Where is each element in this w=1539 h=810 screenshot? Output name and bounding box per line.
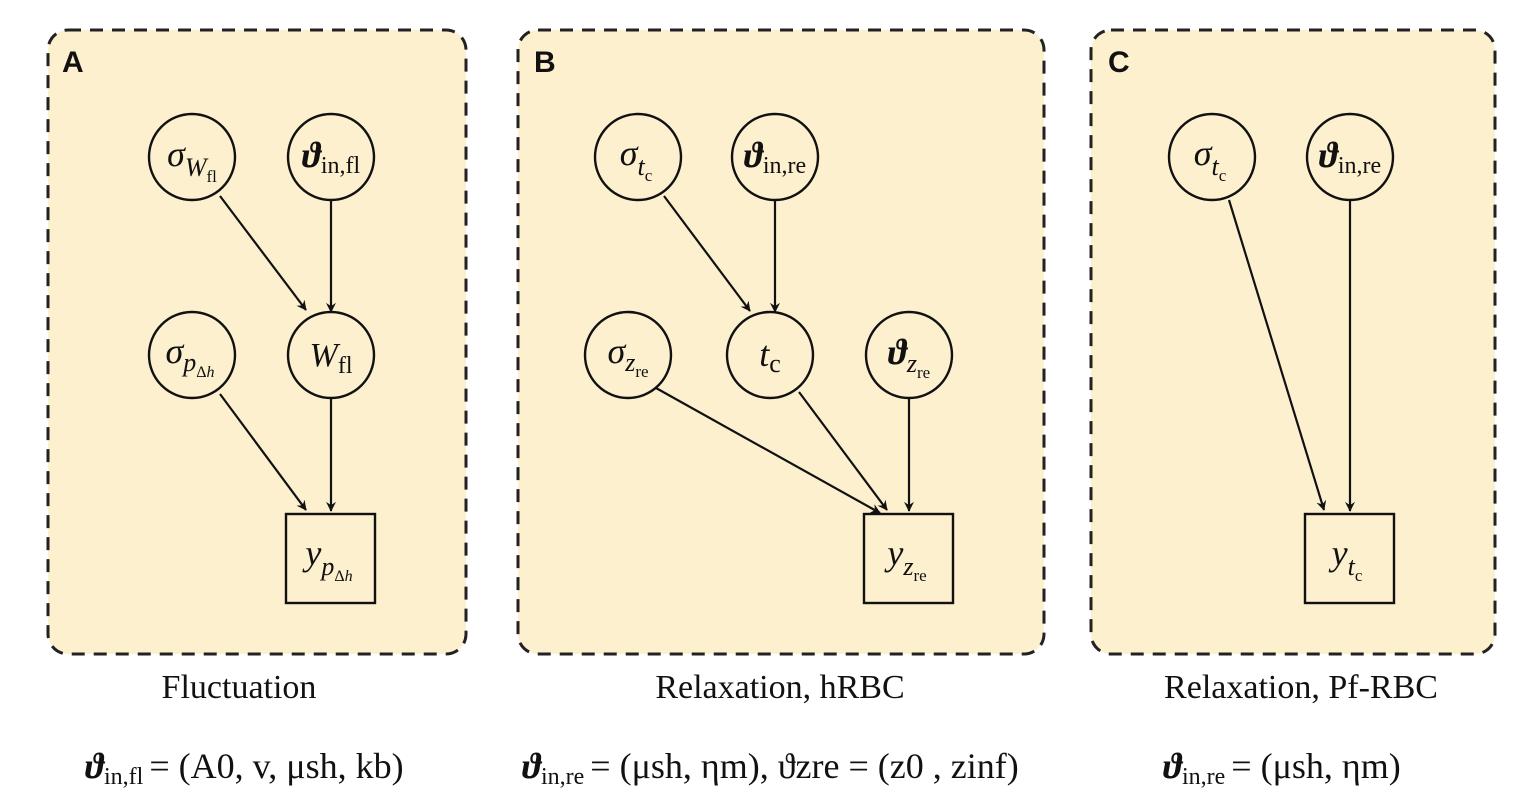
svg-text:ϑzre: ϑzre: [888, 332, 930, 382]
panel-a-letter: A: [62, 46, 84, 79]
theta-symbol: ϑ: [1319, 135, 1340, 175]
svg-text:σzre: σzre: [607, 331, 648, 381]
svg-text:ϑin,re: ϑin,re: [1319, 135, 1381, 179]
theta-symbol: ϑ: [888, 332, 909, 372]
node-theta-in-re: ϑin,re: [730, 112, 820, 202]
svg-text:Wfl: Wfl: [310, 337, 353, 379]
node-sigma-t-c: σtc: [1167, 112, 1257, 202]
svg-text:ytc: ytc: [1329, 533, 1363, 585]
panel-a-caption: Fluctuation: [162, 669, 317, 706]
panel-b-formula: ϑin,re= (μsh, ηm), ϑzre = (z0 , zinf): [522, 746, 1019, 790]
node-sigma-t-c: σtc: [593, 112, 683, 202]
edge-t-to-y: [798, 391, 888, 511]
node-theta-z-re: ϑzre: [864, 310, 954, 400]
panel-b-letter: B: [534, 46, 556, 79]
sigma-symbol: σ: [607, 331, 626, 371]
edge-sigma-t-to-t: [663, 195, 751, 312]
svg-text:ϑin,re: ϑin,re: [744, 135, 806, 179]
panel-a-frame: [46, 28, 468, 656]
theta-symbol: ϑ: [744, 135, 765, 175]
node-y-p-delta-h: ypΔh: [284, 512, 377, 605]
svg-text:ypΔh: ypΔh: [302, 533, 352, 585]
svg-text:tc: tc: [759, 334, 781, 378]
panel-c-frame: [1089, 28, 1497, 656]
panel-c-formula: ϑin,re= (μsh, ηm): [1163, 746, 1401, 790]
node-sigma-z-re: σzre: [583, 310, 673, 400]
svg-text:σpΔh: σpΔh: [165, 331, 214, 381]
theta-symbol: ϑ: [302, 135, 323, 175]
panel-c-caption: Relaxation, Pf-RBC: [1164, 669, 1438, 706]
node-sigma-w-fl: σWfl: [147, 112, 237, 202]
svg-text:σtc: σtc: [620, 133, 653, 185]
node-theta-in-fl: ϑin,fl: [286, 112, 376, 202]
node-y-z-re: yzre: [862, 512, 955, 605]
node-sigma-p-delta-h: σpΔh: [147, 310, 237, 400]
panel-a-formula: ϑin,fl= (A0, v, μsh, kb): [85, 746, 404, 790]
svg-text:σtc: σtc: [1194, 133, 1227, 185]
sigma-symbol: σ: [620, 133, 639, 173]
sigma-symbol: σ: [165, 331, 184, 371]
node-w-fl: Wfl: [286, 310, 376, 400]
panel-b: B σtc ϑin,re σzre tc: [516, 28, 1046, 790]
edge-sigma-p-to-y: [219, 393, 307, 511]
svg-text:ϑin,fl: ϑin,fl: [302, 135, 361, 179]
node-theta-in-re: ϑin,re: [1305, 112, 1395, 202]
edge-sigma-z-to-y: [655, 387, 881, 514]
node-y-t-c: ytc: [1303, 512, 1396, 605]
panel-b-caption: Relaxation, hRBC: [655, 669, 904, 706]
sigma-symbol: σ: [167, 134, 186, 174]
sigma-symbol: σ: [1194, 133, 1213, 173]
svg-text:σWfl: σWfl: [167, 134, 217, 186]
edge-sigma-w-to-w: [219, 195, 307, 311]
svg-text:yzre: yzre: [884, 533, 926, 585]
panel-c-letter: C: [1108, 46, 1130, 79]
edge-sigma-t-to-y: [1227, 199, 1327, 511]
node-t-c: tc: [725, 310, 815, 400]
panel-c: C σtc ϑin,re ytc Relaxation, Pf-RBC ϑin,…: [1089, 28, 1497, 790]
panel-a: A σWfl ϑin,fl σpΔh Wfl: [46, 28, 468, 790]
